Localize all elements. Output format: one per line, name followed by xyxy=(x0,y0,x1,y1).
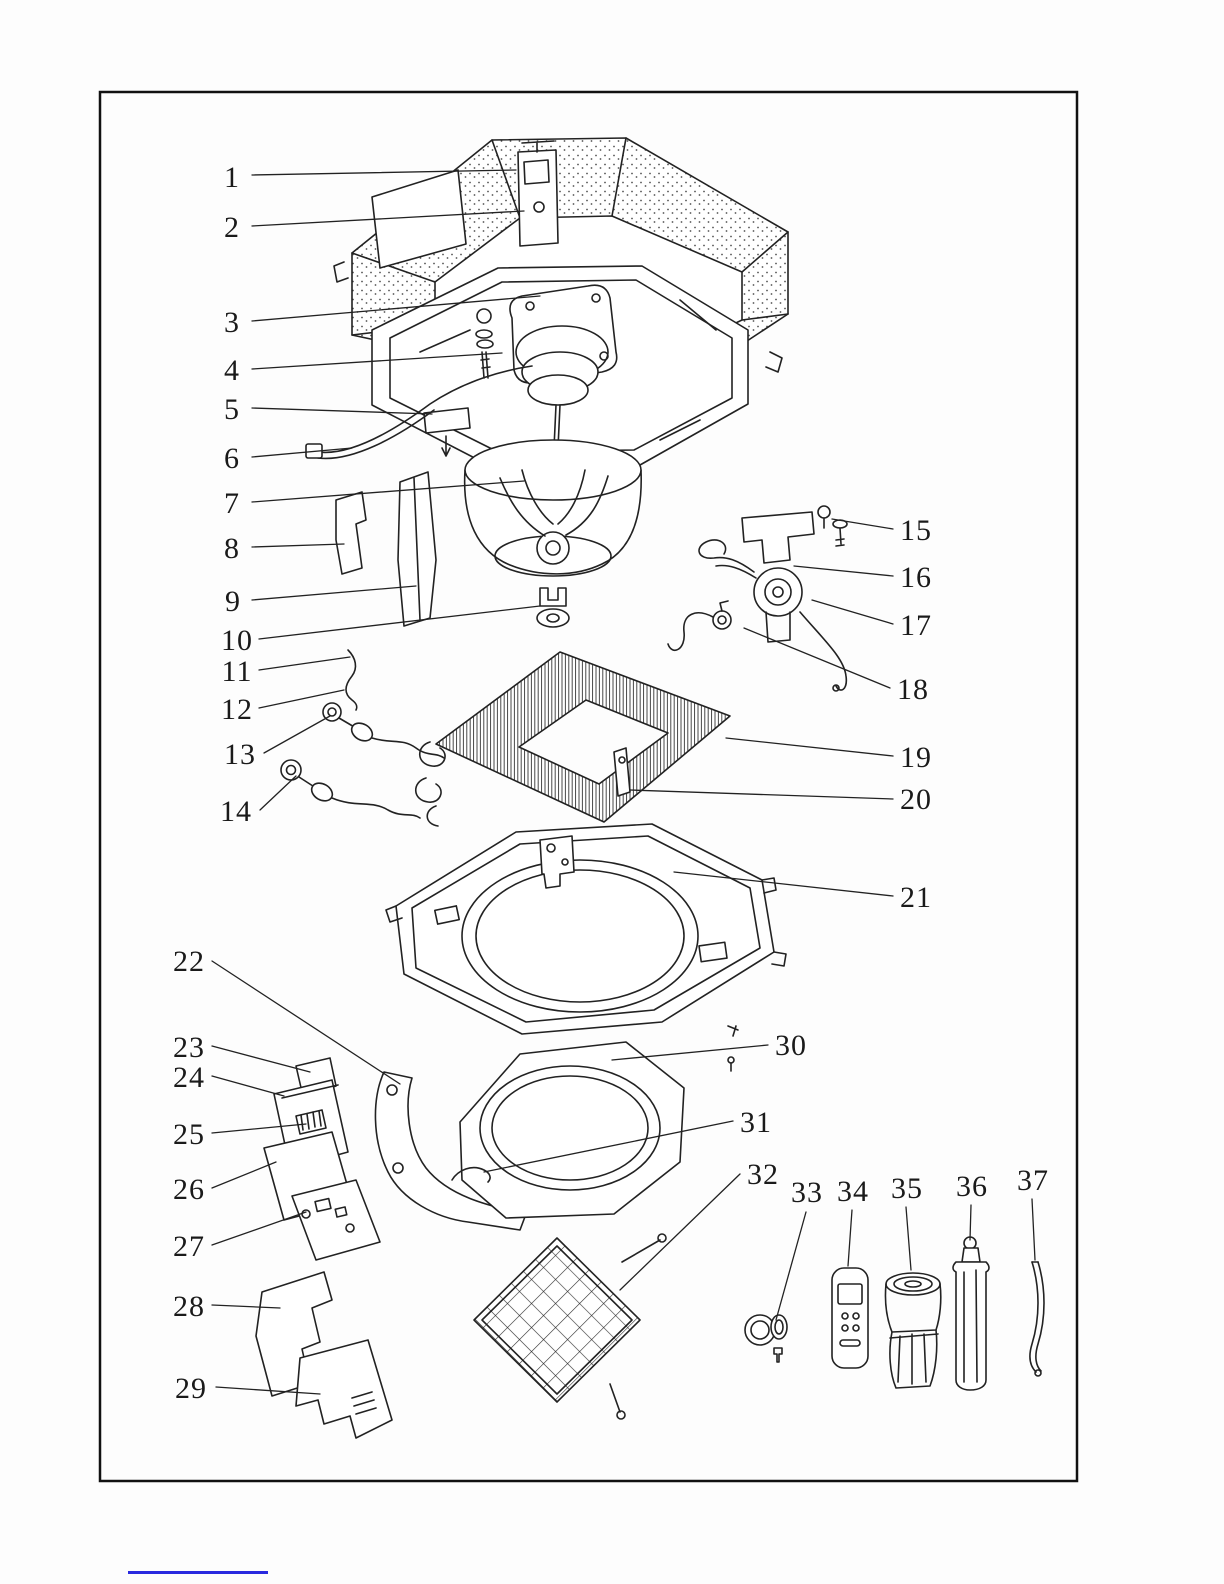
part-number-label: 17 xyxy=(900,609,932,642)
remote-control-part34 xyxy=(831,1267,869,1369)
part-number-label: 10 xyxy=(221,624,253,657)
part-number-label: 22 xyxy=(173,945,205,978)
part-number-label: 18 xyxy=(897,673,929,706)
part-number-label: 29 xyxy=(175,1372,207,1405)
part-number-label: 9 xyxy=(225,585,241,618)
part-number-label: 27 xyxy=(173,1230,205,1263)
cover-panel-part29 xyxy=(295,1339,393,1439)
insulation-roll-part35 xyxy=(884,1272,942,1389)
clamp-plate-part5 xyxy=(423,407,471,457)
part-number-label: 21 xyxy=(900,881,932,914)
part-number-label: 2 xyxy=(224,211,240,244)
part-number-label: 23 xyxy=(173,1031,205,1064)
drain-pump-assembly xyxy=(667,505,848,692)
part-number-label: 24 xyxy=(173,1061,205,1094)
part-number-label: 19 xyxy=(900,741,932,774)
mounting-screws xyxy=(727,1025,739,1072)
part-number-label: 6 xyxy=(224,442,240,475)
part-number-label: 32 xyxy=(747,1158,779,1191)
support-arm-part22 xyxy=(374,1071,527,1231)
control-box-stack xyxy=(263,1057,381,1261)
part-number-label: 26 xyxy=(173,1173,205,1206)
part-number-label: 8 xyxy=(224,532,240,565)
air-grille-part32 xyxy=(473,1233,667,1420)
part-number-label: 7 xyxy=(224,487,240,520)
part-number-label: 11 xyxy=(221,655,253,688)
part-number-label: 3 xyxy=(224,306,240,339)
fan-hub-parts10-11 xyxy=(536,587,570,628)
grille-pins xyxy=(609,1233,667,1420)
part-number-label: 4 xyxy=(224,354,240,387)
part-number-label: 20 xyxy=(900,783,932,816)
part-number-label: 14 xyxy=(220,795,252,828)
part-number-label: 28 xyxy=(173,1290,205,1323)
main-chassis-part21 xyxy=(385,823,787,1035)
part-number-label: 15 xyxy=(900,514,932,547)
bracket-plate-part8 xyxy=(335,491,367,575)
pipe-fitting-part13 xyxy=(322,702,445,759)
part-number-label: 1 xyxy=(224,161,240,194)
heat-exchanger-coil xyxy=(435,651,731,823)
part-number-label: 35 xyxy=(891,1172,923,1205)
turbo-fan xyxy=(463,439,642,577)
grommet-part33 xyxy=(744,1314,788,1363)
retainer-wire-part31 xyxy=(451,1166,491,1183)
part-number-label: 5 xyxy=(224,393,240,426)
cover-panel-part28 xyxy=(255,1271,333,1397)
binding-strip-part37 xyxy=(1029,1261,1045,1377)
part-number-label: 34 xyxy=(837,1175,869,1208)
part-number-label: 25 xyxy=(173,1118,205,1151)
part-number-label: 13 xyxy=(224,738,256,771)
footer-link-underline[interactable] xyxy=(128,1571,268,1574)
sealant-tube-part36 xyxy=(952,1236,990,1391)
bellmouth-ring-part30 xyxy=(459,1041,685,1219)
part-number-label: 16 xyxy=(900,561,932,594)
spring-clip-part12 xyxy=(345,649,358,711)
part-number-label: 30 xyxy=(775,1029,807,1062)
side-plate-part9 xyxy=(397,471,437,627)
motor-mount-screws xyxy=(475,308,494,379)
coil-hairpins xyxy=(414,741,446,827)
sensor-bracket-part20 xyxy=(613,747,631,797)
leader-lines xyxy=(211,169,1036,1395)
part-number-label: 31 xyxy=(740,1106,772,1139)
part-number-label: 36 xyxy=(956,1170,988,1203)
part-number-label: 37 xyxy=(1017,1164,1049,1197)
hanger-bracket-part1-2 xyxy=(517,140,559,247)
part-number-label: 12 xyxy=(221,693,253,726)
part-number-label: 33 xyxy=(791,1176,823,1209)
pipe-fitting-part14 xyxy=(280,759,421,819)
figure-border xyxy=(98,90,1079,1483)
